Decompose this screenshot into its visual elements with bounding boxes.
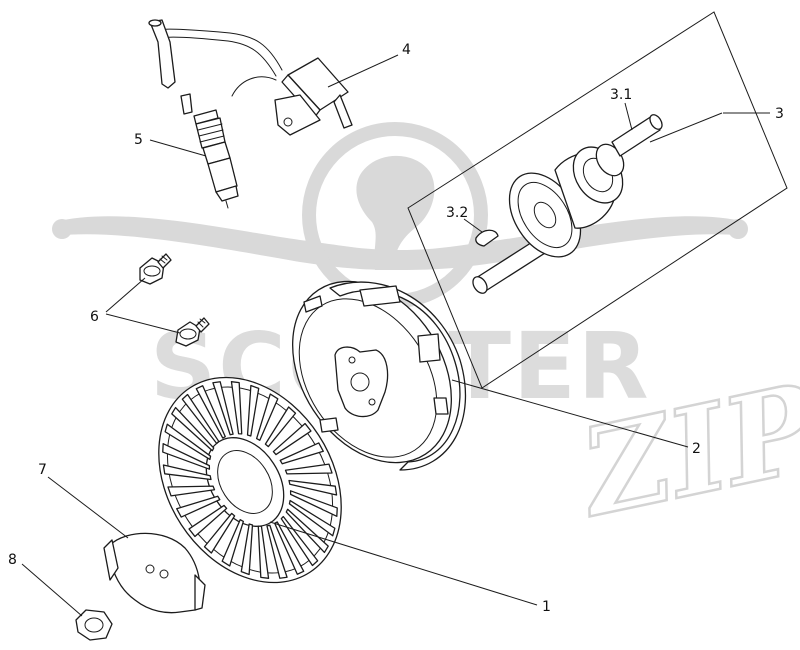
label-7: 7 xyxy=(38,462,47,478)
spark-plug xyxy=(180,93,239,209)
leader-2 xyxy=(451,379,689,448)
fan-blade xyxy=(162,464,212,481)
watermark-grip-right xyxy=(728,219,748,239)
fan-blade xyxy=(246,384,260,437)
fan-blade xyxy=(272,422,312,456)
watermark-grip-left xyxy=(52,219,72,239)
leader-3-2 xyxy=(463,218,483,233)
leader-7 xyxy=(47,476,129,539)
fan-blade xyxy=(255,393,279,441)
fan-blade xyxy=(188,504,228,538)
fan-blade xyxy=(279,442,324,465)
fan-blade xyxy=(264,406,297,448)
assembly-frame xyxy=(407,11,788,389)
fan-blade xyxy=(181,393,220,445)
leader-3-1 xyxy=(624,102,633,131)
leader-6a xyxy=(105,277,146,313)
leader-8 xyxy=(21,563,83,617)
fan-blade xyxy=(162,443,211,470)
crankshaft-assembly xyxy=(407,11,788,389)
fan-blade xyxy=(289,490,338,517)
fan-blade xyxy=(240,523,254,576)
leader-1 xyxy=(269,521,538,606)
leader-3-frame xyxy=(649,112,723,143)
fan-blade xyxy=(195,385,226,439)
fan-blades xyxy=(162,381,338,579)
ignition-coil xyxy=(148,19,353,136)
label-8: 8 xyxy=(8,552,17,568)
leader-4 xyxy=(327,54,399,88)
fan-blade xyxy=(257,525,270,579)
cooling-fan xyxy=(158,376,342,584)
flange-nut xyxy=(75,609,113,641)
callout-labels: 1 2 3 3.1 3.2 4 5 6 7 8 xyxy=(8,42,784,615)
leader-5 xyxy=(149,139,207,157)
fan-blade xyxy=(266,524,288,579)
crankshaft xyxy=(472,114,663,294)
flywheel-rotor xyxy=(292,280,467,471)
fan-blade xyxy=(274,521,305,575)
watermark-emblem-figure xyxy=(356,155,435,270)
label-4: 4 xyxy=(402,42,411,58)
label-5: 5 xyxy=(134,132,143,148)
fan-blade xyxy=(176,495,221,518)
bolt-lower xyxy=(175,317,210,347)
label-3-2: 3.2 xyxy=(446,205,468,221)
label-1: 1 xyxy=(542,599,551,615)
fan-blade xyxy=(221,519,245,567)
label-6: 6 xyxy=(90,309,99,325)
label-3-1: 3.1 xyxy=(610,87,632,103)
fan-blade xyxy=(167,485,216,497)
starter-pulley xyxy=(103,532,206,614)
fan-blade xyxy=(164,423,212,461)
fan-blade xyxy=(230,381,243,435)
fan-blade xyxy=(171,406,215,452)
label-3: 3 xyxy=(775,106,784,122)
fan-blade xyxy=(284,463,333,475)
fan-blade xyxy=(288,499,336,537)
bolt-upper xyxy=(139,253,172,285)
fan-blade xyxy=(212,381,234,436)
leader-lines xyxy=(21,54,770,617)
woodruff-key xyxy=(475,229,499,247)
leader-6b xyxy=(105,313,181,334)
fan-blade xyxy=(203,512,236,554)
fan-blade xyxy=(285,508,329,554)
label-2: 2 xyxy=(692,441,701,457)
fan-blade xyxy=(288,479,338,496)
